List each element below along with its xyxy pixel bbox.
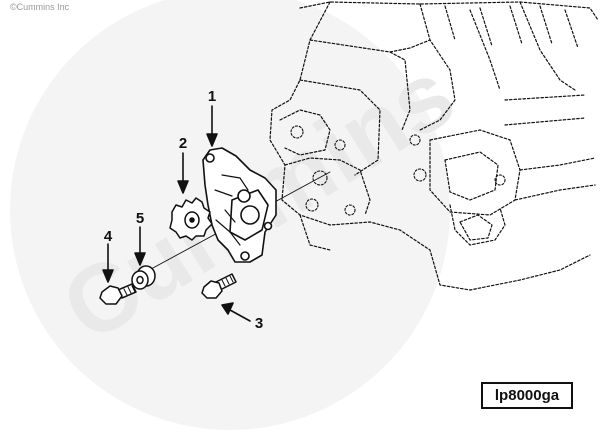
- drive-gear: [169, 197, 213, 241]
- oil-pump-assembly: [202, 147, 277, 263]
- diagram-code-label: lp8000ga: [481, 382, 573, 409]
- callout-3: 3: [254, 315, 264, 332]
- mounting-capscrew: [201, 273, 237, 299]
- diagram-code-text: lp8000ga: [494, 387, 560, 404]
- callout-2: 2: [178, 135, 188, 152]
- engine-bolt-holes: [290, 125, 506, 216]
- engine-block: [269, 1, 599, 291]
- callout-4: 4: [103, 228, 113, 245]
- callout-5: 5: [135, 210, 145, 227]
- capscrew: [99, 283, 137, 305]
- arrow-3: [229, 309, 251, 322]
- callout-arrows: [102, 105, 251, 322]
- spacer: [131, 265, 156, 290]
- callout-1: 1: [207, 88, 217, 105]
- copyright-notice: ©Cummins Inc: [10, 2, 70, 12]
